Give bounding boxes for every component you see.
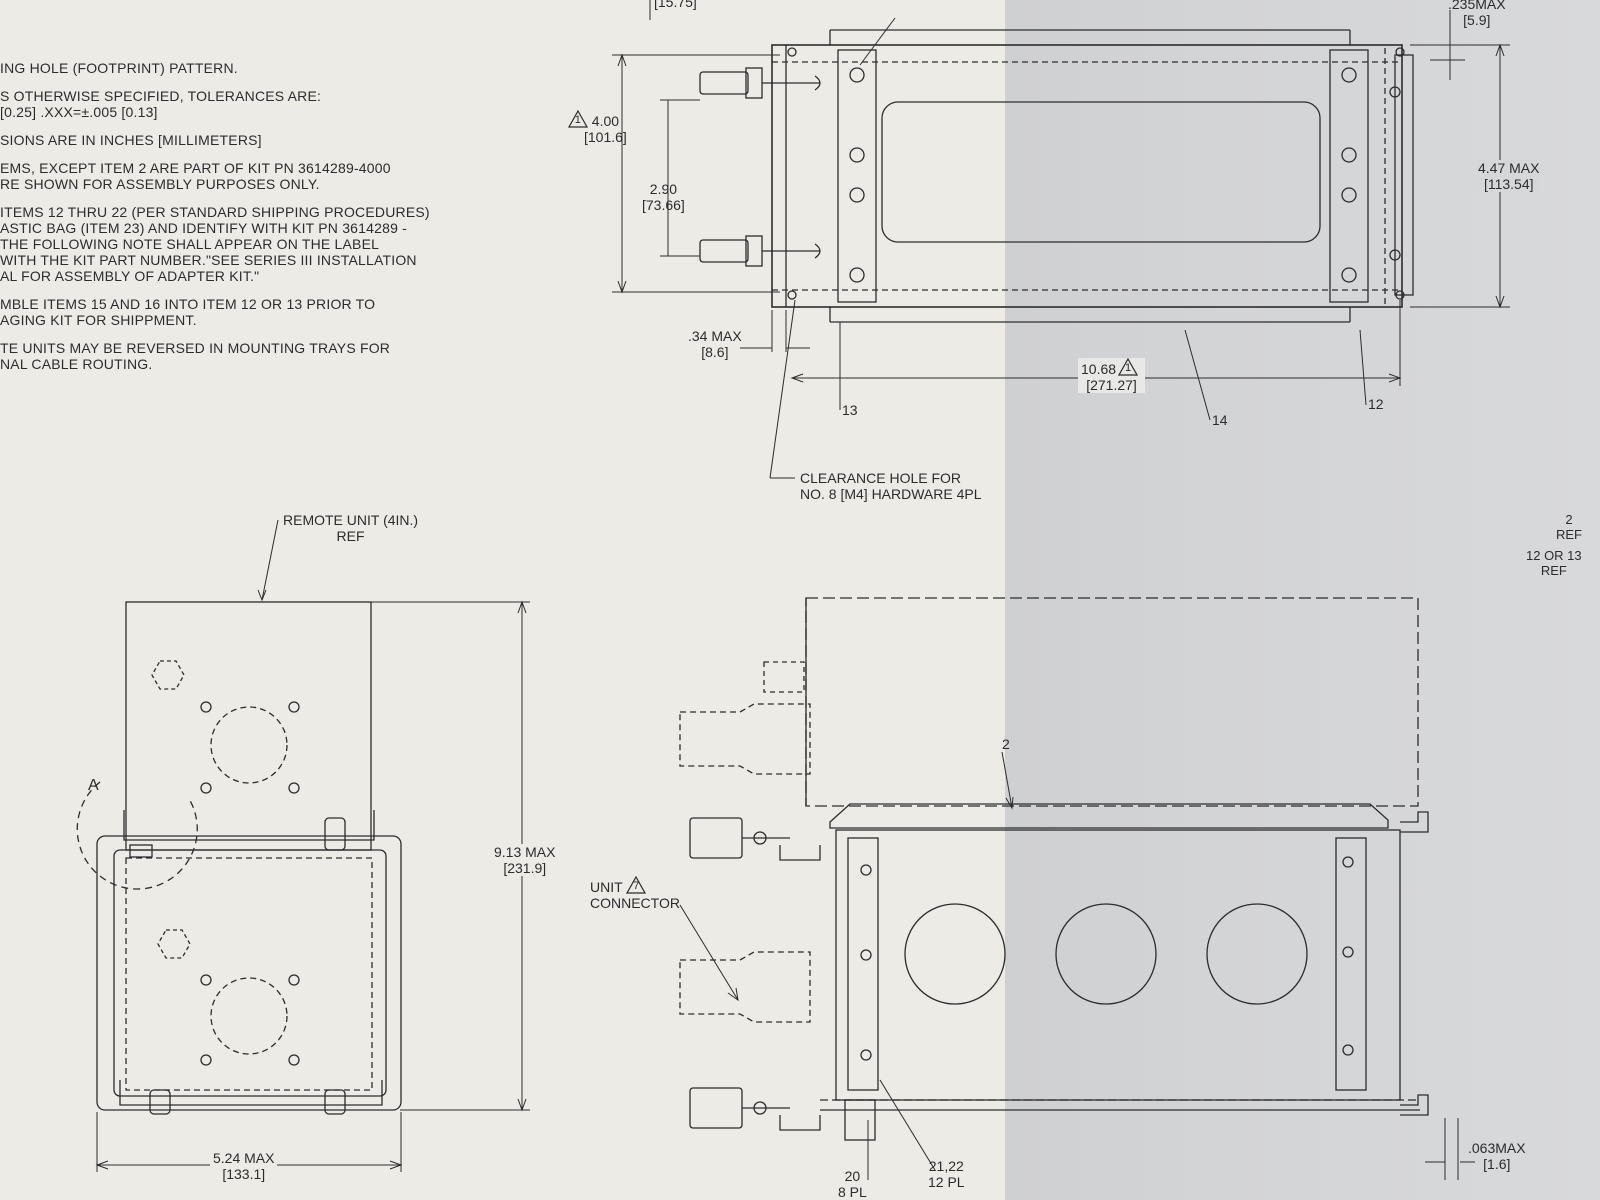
end-dim-width-mm: [133.1] [222, 1166, 266, 1182]
item-13-callout: 13 [842, 402, 858, 418]
dim-height-value: 4.00 [591, 113, 620, 129]
end-view-dimensions [95, 519, 530, 1172]
revision-flag-icon: 1 [567, 110, 588, 128]
unit-connector-label: UNIT 7 CONNECTOR [590, 876, 680, 911]
clearance-line-2: NO. 8 [M4] HARDWARE 4PL [800, 486, 982, 502]
note-6: MBLE ITEMS 15 AND 16 INTO ITEM 12 OR 13 … [0, 296, 480, 328]
dim-thickness-label: .063MAX [1.6] [1468, 1140, 1526, 1172]
note-text: ITEMS 12 THRU 22 (PER STANDARD SHIPPING … [0, 204, 430, 220]
item-12-callout: 12 [1368, 396, 1384, 412]
note-text: [0.25] .XXX=±.005 [0.13] [0, 104, 158, 120]
note-5: ITEMS 12 THRU 22 (PER STANDARD SHIPPING … [0, 204, 480, 284]
dim-spacing-label: 2.90 [73.66] [642, 181, 685, 213]
item-20-callout: 20 8 PL [838, 1168, 867, 1200]
margin-item-2-number: 2 [1565, 512, 1573, 527]
page-fold-shadow [1005, 0, 1600, 1200]
note-4: EMS, EXCEPT ITEM 2 ARE PART OF KIT PN 36… [0, 160, 480, 192]
remote-unit-text: REMOTE UNIT (4IN.) [283, 512, 419, 528]
note-text: S OTHERWISE SPECIFIED, TOLERANCES ARE: [0, 88, 322, 104]
end-dim-height-value: 9.13 MAX [494, 844, 556, 860]
note-3: SIONS ARE IN INCHES [MILLIMETERS] [0, 132, 480, 148]
dim-spacing-value: 2.90 [649, 181, 678, 197]
clearance-hole-note: CLEARANCE HOLE FOR NO. 8 [M4] HARDWARE 4… [800, 470, 982, 502]
clearance-line-1: CLEARANCE HOLE FOR [800, 470, 962, 486]
remote-unit-ref: REF [336, 528, 365, 544]
dim-overall-value: 4.47 MAX [1478, 160, 1540, 176]
dim-top-partial: [15.75] [654, 0, 697, 10]
item-20-number: 20 [844, 1168, 861, 1184]
dim-offset-mm: [8.6] [701, 344, 729, 360]
margin-item-12-13-ref: REF [1540, 563, 1567, 578]
dim-flange-label: .235MAX [5.9] [1448, 0, 1506, 28]
margin-item-12-13-number: 12 OR 13 [1526, 548, 1582, 563]
item-2-callout: 2 [1002, 736, 1010, 752]
top-view-tray [699, 29, 1414, 323]
item-21-22-qty: 12 PL [928, 1174, 965, 1190]
detail-a-callout: A [88, 777, 99, 794]
margin-item-2-ref: REF [1556, 527, 1582, 542]
dim-offset-label: .34 MAX [8.6] [688, 328, 742, 360]
end-dim-width-label: 5.24 MAX [133.1] [210, 1150, 278, 1182]
note-text: MBLE ITEMS 15 AND 16 INTO ITEM 12 OR 13 … [0, 296, 376, 312]
revision-flag-icon: 1 [1118, 358, 1139, 376]
note-1: ING HOLE (FOOTPRINT) PATTERN. [0, 60, 480, 76]
note-2: S OTHERWISE SPECIFIED, TOLERANCES ARE:[0… [0, 88, 480, 120]
general-notes: ING HOLE (FOOTPRINT) PATTERN. S OTHERWIS… [0, 60, 480, 384]
note-text: THE FOLLOWING NOTE SHALL APPEAR ON THE L… [0, 236, 380, 252]
note-text: AGING KIT FOR SHIPPMENT. [0, 312, 197, 328]
note-text: ING HOLE (FOOTPRINT) PATTERN. [0, 60, 238, 76]
dim-length-value: 10.68 [1081, 361, 1117, 377]
note-7: TE UNITS MAY BE REVERSED IN MOUNTING TRA… [0, 340, 480, 372]
dim-height-mm: [101.6] [584, 129, 627, 145]
side-view-dimensions [679, 751, 1475, 1180]
end-dim-height-label: 9.13 MAX [231.9] [492, 844, 558, 876]
margin-item-2-callout: 2 REF [1556, 512, 1582, 542]
note-text: TE UNITS MAY BE REVERSED IN MOUNTING TRA… [0, 340, 391, 356]
dim-length-mm: [271.27] [1086, 377, 1137, 393]
remote-unit-label: REMOTE UNIT (4IN.) REF [283, 512, 418, 544]
dim-flange-value: .235MAX [1448, 0, 1506, 12]
note-text: ASTIC BAG (ITEM 23) AND IDENTIFY WITH KI… [0, 220, 408, 236]
note-text: SIONS ARE IN INCHES [MILLIMETERS] [0, 132, 262, 148]
dim-thickness-mm: [1.6] [1483, 1156, 1511, 1172]
unit-label: UNIT [590, 879, 623, 895]
end-dim-height-mm: [231.9] [503, 860, 547, 876]
end-dim-width-value: 5.24 MAX [213, 1150, 275, 1166]
item-14-callout: 14 [1212, 412, 1228, 428]
dim-flange-mm: [5.9] [1463, 12, 1491, 28]
note-text: NAL CABLE ROUTING. [0, 356, 153, 372]
dim-overall-mm: [113.54] [1483, 176, 1534, 192]
dim-offset-value: .34 MAX [688, 328, 742, 344]
end-view-unit [76, 601, 402, 1115]
item-21-22-callout: 21,22 12 PL [928, 1158, 965, 1190]
side-view-assembly [679, 597, 1429, 1141]
item-20-qty: 8 PL [838, 1184, 867, 1200]
note-text: WITH THE KIT PART NUMBER."SEE SERIES III… [0, 252, 417, 268]
dim-overall-label: 4.47 MAX [113.54] [1478, 160, 1540, 192]
note-text: EMS, EXCEPT ITEM 2 ARE PART OF KIT PN 36… [0, 160, 391, 176]
revision-flag-icon: 7 [626, 876, 647, 894]
note-text: RE SHOWN FOR ASSEMBLY PURPOSES ONLY. [0, 176, 320, 192]
note-text: AL FOR ASSEMBLY OF ADAPTER KIT." [0, 268, 260, 284]
item-21-22-number: 21,22 [928, 1158, 964, 1174]
dim-thickness-value: .063MAX [1468, 1140, 1526, 1156]
margin-item-12-13-callout: 12 OR 13 REF [1526, 548, 1582, 578]
dim-spacing-mm: [73.66] [642, 197, 685, 213]
connector-label: CONNECTOR [590, 895, 680, 911]
